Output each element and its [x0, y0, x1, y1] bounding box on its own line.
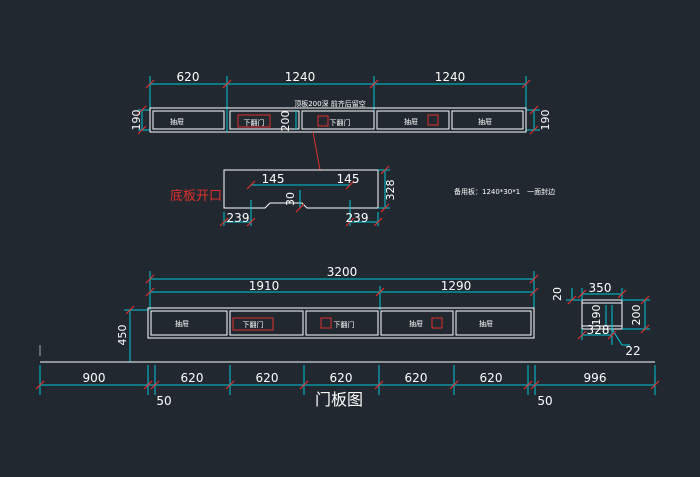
wall-segment-620-1: 620: [181, 371, 204, 385]
spare-board-note: 备用板：1240*30*1 一面封边: [454, 187, 555, 196]
wall-segment-620-4: 620: [405, 371, 428, 385]
top-height-left: 190: [130, 110, 143, 131]
side-dim-22: 22: [625, 344, 640, 358]
wall-segment-620-2: 620: [256, 371, 279, 385]
side-dim-200: 200: [630, 305, 643, 326]
bottom-dim-239-right: 239: [346, 211, 369, 225]
wall-segment-996: 996: [584, 371, 607, 385]
side-dim-190: 190: [590, 305, 603, 326]
bottom-plate-label: 底板开口: [170, 188, 222, 204]
bottom-dim-328: 328: [384, 180, 397, 201]
wall-segment-900: 900: [83, 371, 106, 385]
top-panel-flap-1: 下翻门: [244, 118, 265, 127]
wall-segment-620-5: 620: [480, 371, 503, 385]
top-dim-620: 620: [177, 70, 200, 84]
top-panel-drawer-1: 抽屉: [170, 117, 184, 126]
front-panel-drawer-1: 抽屉: [175, 319, 189, 328]
front-dim-total: 3200: [327, 265, 358, 279]
front-panel-flap-1: 下翻门: [243, 320, 264, 329]
front-panel-drawer-3: 抽屉: [479, 319, 493, 328]
top-dim-1240-a: 1240: [285, 70, 316, 84]
bottom-dim-30: 30: [284, 192, 297, 206]
front-dim-left: 1910: [249, 279, 280, 293]
top-note: 顶板200深 前齐后留空: [294, 99, 366, 108]
top-panel-drawer-3: 抽屉: [478, 117, 492, 126]
wall-segment-620-3: 620: [330, 371, 353, 385]
top-dim-1240-b: 1240: [435, 70, 466, 84]
top-panel-drawer-2: 抽屉: [404, 117, 418, 126]
bottom-dim-145-right: 145: [337, 172, 360, 186]
wall-gap-right: 50: [537, 394, 552, 408]
front-panel-drawer-2: 抽屉: [409, 319, 423, 328]
drawing-title: 门板图: [315, 390, 363, 409]
bottom-dim-239-left: 239: [227, 211, 250, 225]
top-height-mid: 200: [279, 111, 292, 132]
top-height-right: 190: [539, 110, 552, 131]
front-panel-flap-2: 下翻门: [334, 320, 355, 329]
side-view: 20 350 190 200 328 22: [551, 281, 650, 358]
top-panel-flap-2: 下翻门: [330, 118, 351, 127]
side-dim-328: 328: [587, 323, 610, 337]
leader-line: [312, 131, 321, 171]
front-dim-height: 450: [116, 325, 129, 346]
front-view: 3200 1910 1290 450 抽屉 下翻门 下翻门 抽屉 抽屉: [116, 265, 539, 362]
side-dim-20: 20: [551, 287, 564, 301]
bottom-plate: 底板开口 145 145 30: [170, 165, 397, 227]
wall-gap-left: 50: [156, 394, 171, 408]
bottom-dim-145-left: 145: [262, 172, 285, 186]
wall-dimensions: 900 620 620 620 620 620 996 50 50: [35, 345, 660, 408]
top-view: 620 1240 1240 顶板200深 前齐后留空 190 190 200 抽…: [130, 70, 552, 135]
front-dim-right: 1290: [441, 279, 472, 293]
side-dim-350: 350: [589, 281, 612, 295]
